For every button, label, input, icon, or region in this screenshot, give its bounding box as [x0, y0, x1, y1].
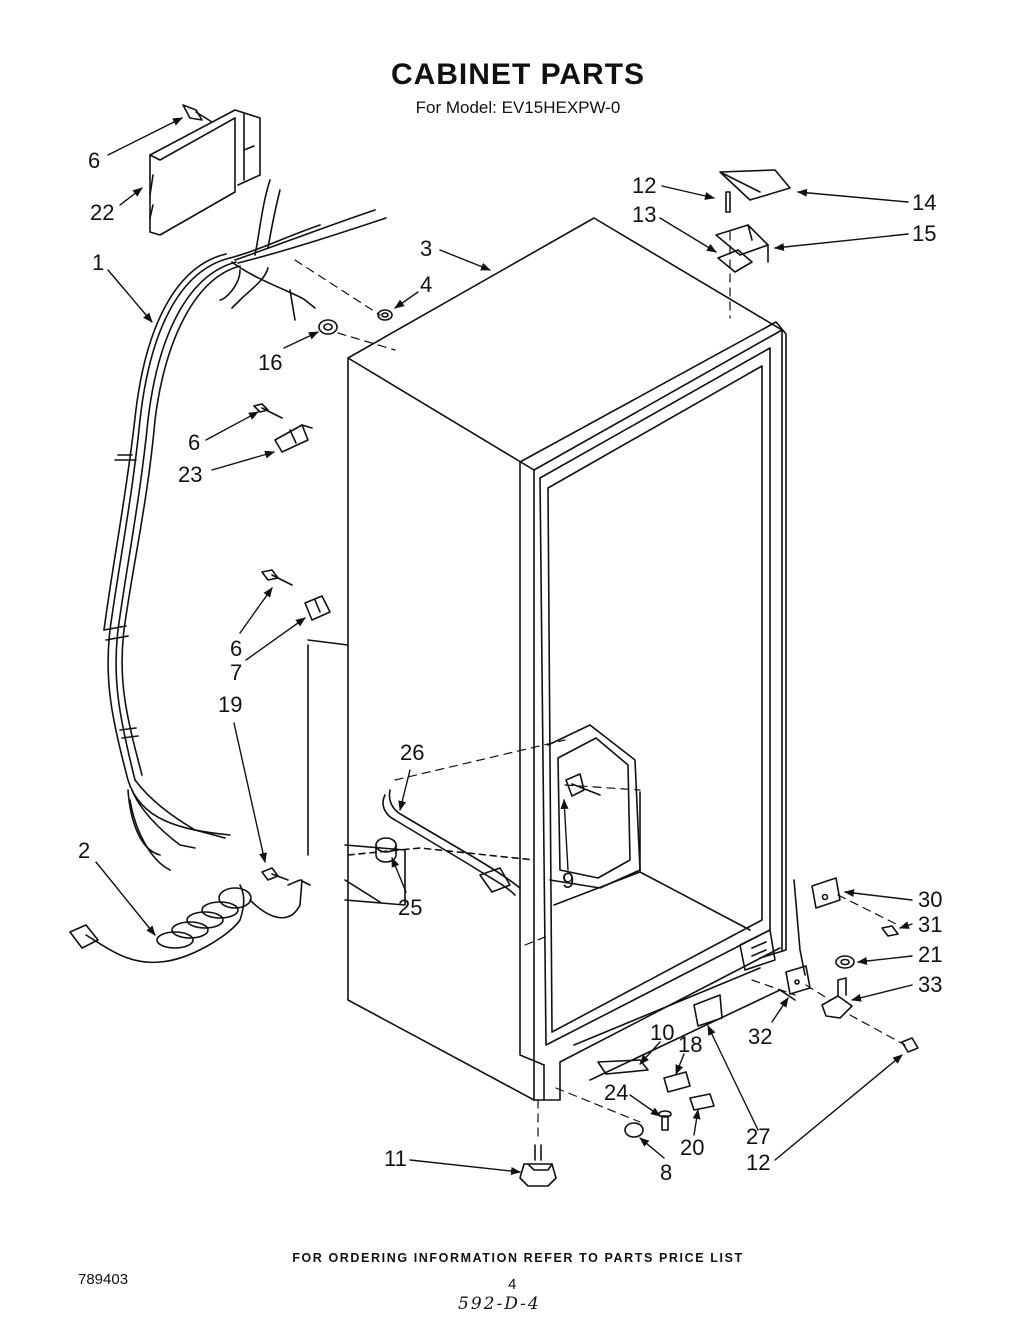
plug-25-icon	[375, 837, 397, 863]
clip-7-icon	[261, 569, 331, 621]
document-number: 789403	[78, 1271, 129, 1288]
callout-25: 25	[398, 895, 422, 920]
callout-31: 31	[918, 912, 942, 937]
callout-1: 1	[92, 250, 104, 275]
washer-21-icon	[835, 955, 855, 969]
grommet-4-icon	[377, 309, 393, 321]
door-stop-bracket	[149, 109, 261, 236]
callout-27: 27	[746, 1124, 770, 1149]
page-number: 4	[508, 1276, 517, 1293]
callout-32: 32	[748, 1024, 772, 1049]
ordering-note: FOR ORDERING INFORMATION REFER TO PARTS …	[292, 1251, 744, 1265]
screw-12b-icon	[901, 1037, 919, 1053]
callout-3: 3	[420, 236, 432, 261]
model-subtitle: For Model: EV15HEXPW-0	[415, 98, 621, 117]
callout-13: 13	[632, 202, 656, 227]
clip-23-icon	[253, 403, 313, 453]
callout-33: 33	[918, 972, 942, 997]
callout-7: 7	[230, 660, 242, 685]
callout-6b: 6	[188, 430, 200, 455]
callout-22: 22	[90, 200, 114, 225]
callout-18: 18	[678, 1032, 702, 1057]
page-title: CABINET PARTS	[390, 58, 646, 91]
cover-27-icon	[693, 994, 723, 1027]
callout-24: 24	[604, 1080, 628, 1105]
assembly-dash-lines	[294, 231, 906, 1141]
callout-19: 19	[218, 692, 242, 717]
thermostat-9-icon	[565, 773, 601, 797]
shim-32-icon	[785, 965, 811, 995]
callout-labels: 6 22 1 3 4 16 6 23 6 7 19 26 2 25 9 12 1…	[78, 148, 942, 1185]
callout-6c: 6	[230, 636, 242, 661]
callout-23: 23	[178, 462, 202, 487]
callout-9: 9	[562, 868, 574, 893]
callout-leaders	[95, 117, 913, 1176]
bushing-16-icon	[318, 319, 338, 335]
bracket-30-icon	[811, 877, 841, 909]
handwritten-code: 592-D-4	[458, 1294, 541, 1314]
screw-6a-icon	[182, 104, 213, 123]
callout-6a: 6	[88, 148, 100, 173]
drain-tube-26	[382, 789, 521, 896]
screw-19-icon	[261, 867, 289, 881]
callout-12b: 12	[746, 1150, 770, 1175]
callout-2: 2	[78, 838, 90, 863]
wiring-harness	[103, 179, 387, 871]
leveling-leg-11-icon	[519, 1144, 557, 1187]
cabinet-shell	[307, 217, 806, 1101]
callout-20: 20	[680, 1135, 704, 1160]
callout-12a: 12	[632, 173, 656, 198]
callout-16: 16	[258, 350, 282, 375]
screw-31-icon	[881, 925, 899, 937]
callout-4: 4	[420, 272, 432, 297]
callout-15: 15	[912, 221, 936, 246]
callout-11: 11	[384, 1146, 407, 1171]
callout-30: 30	[918, 887, 942, 912]
callout-21: 21	[918, 942, 942, 967]
callout-10: 10	[650, 1020, 674, 1045]
top-hinge-assembly	[715, 169, 791, 273]
callout-8: 8	[660, 1160, 672, 1185]
callout-26: 26	[400, 740, 424, 765]
callout-14: 14	[912, 190, 936, 215]
bottom-hinge-33-icon	[821, 977, 853, 1019]
power-cord	[69, 879, 311, 964]
